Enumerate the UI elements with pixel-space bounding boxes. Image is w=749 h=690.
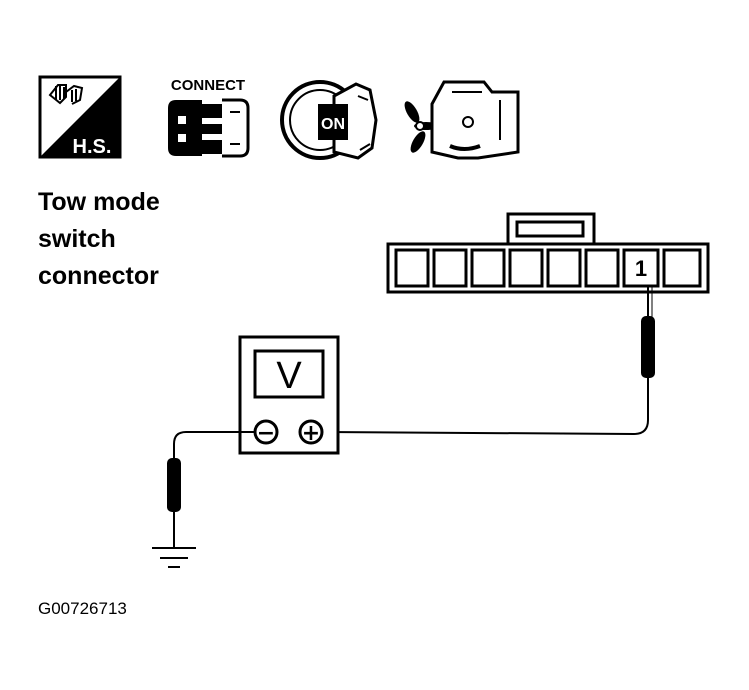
voltmeter-display-label: V: [276, 355, 302, 397]
connect-icon: CONNECT: [168, 77, 250, 158]
connect-label: CONNECT: [171, 77, 245, 94]
hs-label: H.S.: [73, 136, 112, 158]
voltmeter-positive-terminal: [298, 419, 324, 445]
positive-probe: [323, 286, 655, 436]
ignition-on-label: ON: [321, 116, 345, 133]
voltmeter: V − +: [238, 335, 340, 455]
figure-id: G00726713: [38, 599, 127, 618]
engine-icon: [404, 80, 520, 160]
caption-line-2: switch: [38, 225, 116, 253]
voltmeter-display: [253, 349, 325, 399]
tow-mode-switch-connector: 1: [386, 212, 710, 294]
negative-probe: [167, 431, 255, 548]
hs-hands-icon: H.S.: [38, 75, 122, 159]
ground-icon: [152, 547, 196, 568]
ignition-key-icon: ON: [280, 80, 378, 160]
caption-line-3: connector: [38, 262, 159, 290]
terminal-1-cavity: [622, 248, 660, 288]
negative-symbol: −: [257, 421, 275, 446]
terminal-1-label: 1: [635, 256, 647, 281]
caption-line-1: Tow mode: [38, 188, 160, 216]
positive-symbol: +: [302, 421, 320, 446]
